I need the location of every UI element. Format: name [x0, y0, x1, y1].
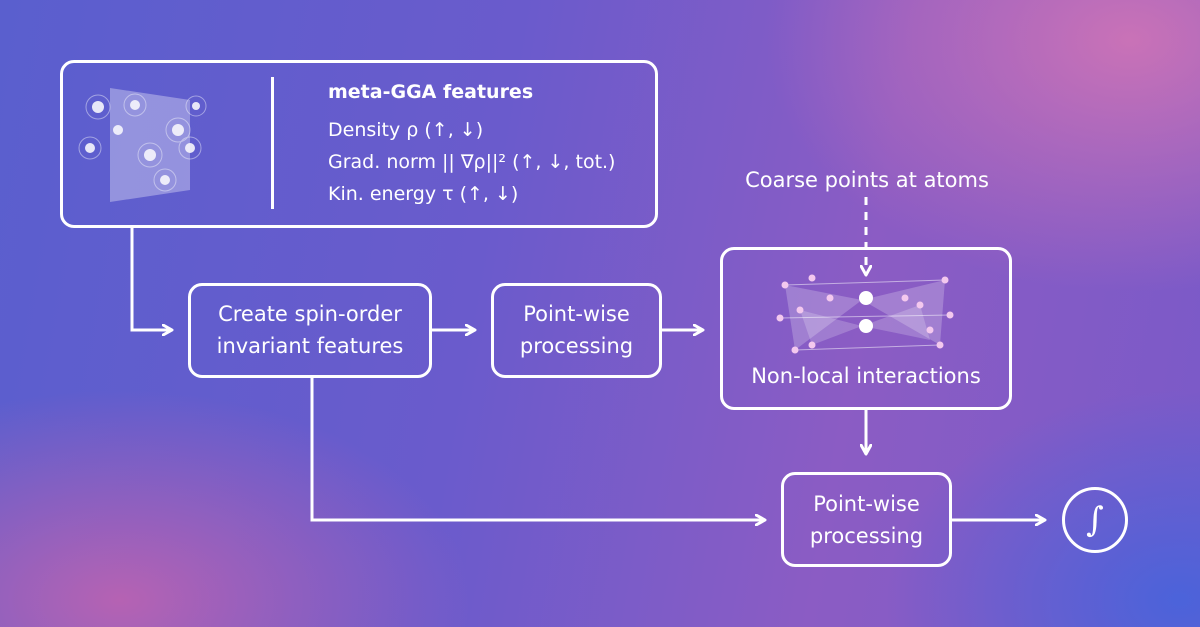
features-divider: [271, 77, 274, 209]
pointwise2-line2: processing: [809, 524, 924, 548]
feature-gradient-norm: Grad. norm || ∇ρ||² (↑, ↓, tot.): [328, 151, 616, 173]
meta-gga-features-box: [60, 60, 658, 228]
arrow-features-to-spin: [130, 228, 172, 330]
integral-node: ∫: [1062, 487, 1128, 553]
spin-invariant-line2: invariant features: [216, 334, 404, 358]
pointwise2-line1: Point-wise: [813, 492, 920, 516]
pointwise-processing-node-2: [781, 472, 952, 567]
nonlocal-interaction-illustration: [776, 274, 954, 354]
nonlocal-label: Non-local interactions: [751, 364, 981, 388]
spin-invariant-line1: Create spin-order: [218, 302, 402, 326]
feature-kinetic-energy: Kin. energy τ (↑, ↓): [328, 183, 519, 205]
molecule-density-illustration: [78, 88, 207, 202]
feature-density: Density ρ (↑, ↓): [328, 119, 484, 141]
pointwise1-line1: Point-wise: [523, 302, 630, 326]
spin-invariant-node: [188, 283, 432, 378]
nonlocal-interactions-node: [720, 247, 1012, 410]
pointwise-processing-node-1: [491, 283, 662, 378]
arrow-skip-to-pointwise2: [310, 378, 765, 520]
integral-symbol: ∫: [1086, 500, 1104, 540]
features-title: meta-GGA features: [328, 81, 534, 103]
pointwise1-line2: processing: [519, 334, 634, 358]
coarse-points-label: Coarse points at atoms: [745, 168, 989, 192]
